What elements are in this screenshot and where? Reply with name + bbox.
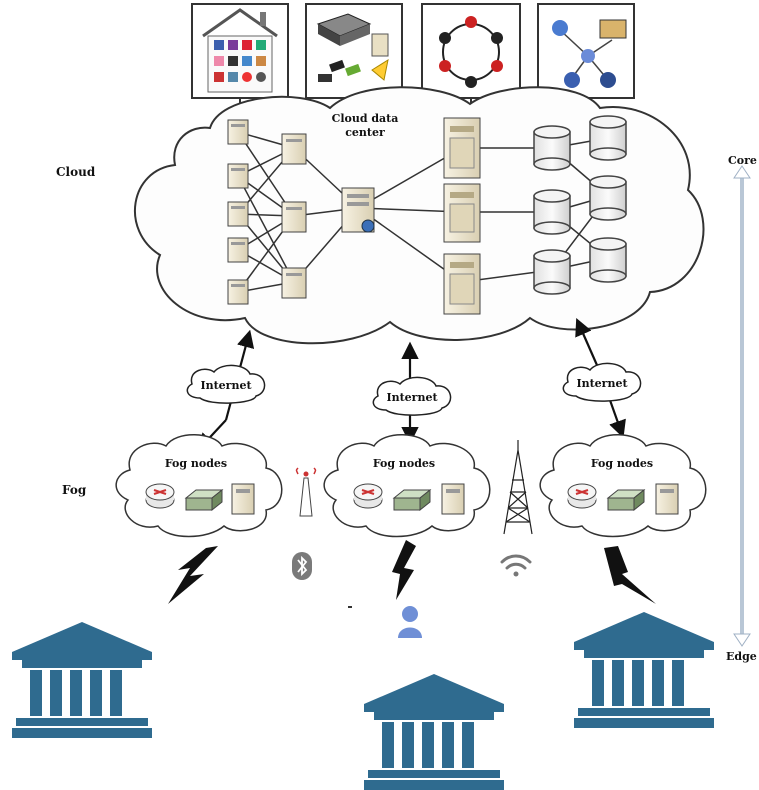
internet-label-right: Internet [576,377,628,390]
user-icon [398,606,422,638]
internet-bubble-right: Internet [562,362,642,402]
switch-icon [606,488,646,512]
lightning-bolt-icon [392,540,416,600]
fog-server-icon [655,483,679,515]
devices-icon [305,3,403,99]
switch-icon [184,488,224,512]
cloud-center-title-line1: Cloud data [332,112,399,125]
router-icon [353,483,383,509]
cloud-server-rack-medium [281,133,307,299]
social-network-icon [421,3,521,99]
people-network-icon [537,3,635,99]
fog-label-right: Fog nodes [591,457,653,470]
smart-home-icon [191,3,289,99]
cloud-large-server-icon [443,117,481,315]
internet-label-center: Internet [386,391,438,404]
fog-label-left: Fog nodes [165,457,227,470]
fog-label-center: Fog nodes [373,457,435,470]
internet-label-left: Internet [200,379,252,392]
lightning-bolt-icon [168,546,218,604]
fog-node-group-center: Fog nodes [323,434,491,538]
wifi-icon [500,554,532,577]
router-icon [145,483,175,509]
bluetooth-icon [292,552,312,580]
internet-bubble-center: Internet [372,376,452,416]
layer-label-cloud: Cloud [56,165,96,179]
cell-tower-icon [503,440,533,535]
core-edge-axis [733,165,751,647]
switch-icon [392,488,432,512]
fog-server-icon [441,483,465,515]
axis-label-core: Core [728,154,757,167]
fog-node-group-left: Fog nodes [115,434,283,538]
fog-node-group-right: Fog nodes [539,434,707,538]
cloud-center-title-line2: center [345,126,385,139]
bank-building-icon [12,622,152,738]
bank-building-icon [364,674,504,790]
router-icon [567,483,597,509]
wireless-link-bolts [168,540,656,604]
lightning-bolt-icon [604,546,656,604]
layer-label-fog: Fog [62,483,87,497]
antenna-icon [295,467,317,517]
axis-label-edge: Edge [726,650,757,663]
application-panels [191,3,635,99]
bank-building-icon [574,612,714,728]
cloud-server-rack-small [227,119,249,305]
cloud-gateway-server-icon [341,187,375,233]
dash-mark [348,606,352,608]
internet-bubble-left: Internet [186,364,266,404]
fog-server-icon [231,483,255,515]
cloud-storage-icon [533,115,627,295]
